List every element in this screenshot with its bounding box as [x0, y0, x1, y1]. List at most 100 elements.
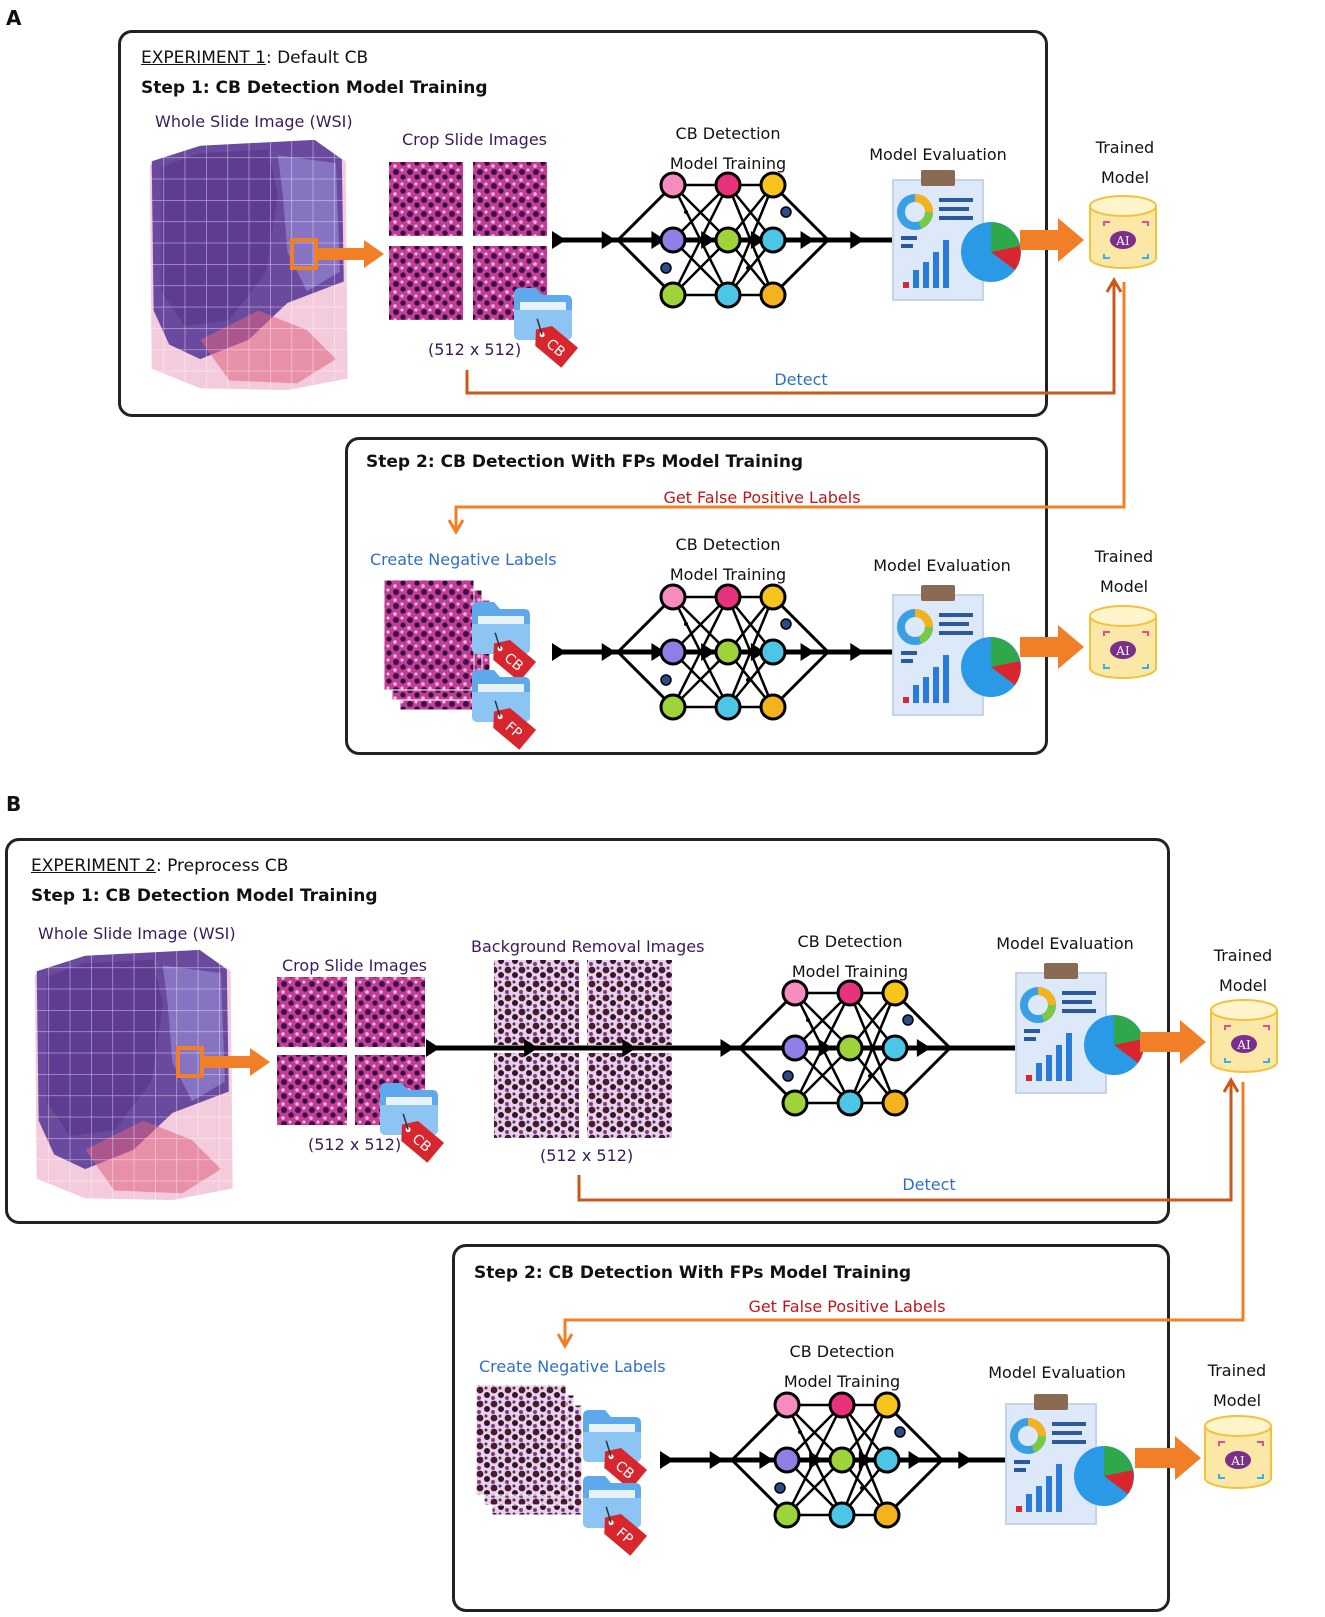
a-crop-size: (512 x 512) — [428, 340, 522, 359]
experiment1-step1-title: Step 1: CB Detection Model Training — [141, 78, 488, 98]
b-detect-arrowhead — [1222, 1077, 1240, 1093]
b-wsi-image — [27, 946, 236, 1204]
ai-icon-text: AI — [1115, 234, 1130, 248]
b-negative-stack — [475, 1384, 583, 1516]
network-node — [759, 693, 787, 721]
pie-chart-icon — [1074, 1446, 1134, 1506]
a-fp-labels: Get False Positive Labels — [663, 488, 861, 507]
a-wsi-image — [142, 136, 351, 394]
b-trained-line2: Model — [1218, 976, 1268, 995]
pie-chart-icon — [1084, 1015, 1144, 1075]
a2-neural-network — [615, 583, 831, 721]
network-node — [836, 1034, 864, 1062]
network-node — [828, 1446, 856, 1474]
network-node — [659, 638, 687, 666]
b-detect-label: Detect — [902, 1175, 956, 1194]
b2-evaluation-label: Model Evaluation — [988, 1363, 1126, 1382]
a-trained-model-db: AI — [1089, 195, 1157, 269]
tile-image — [355, 977, 425, 1047]
network-node — [759, 171, 787, 199]
network-node — [714, 693, 742, 721]
network-node — [773, 1501, 801, 1529]
b2-training-line1: CB Detection — [789, 1342, 895, 1361]
tile-image — [587, 960, 672, 1045]
pie-chart-icon — [961, 222, 1021, 282]
b-trained-arrow — [1140, 1020, 1206, 1064]
ai-icon-text: AI — [1115, 644, 1130, 658]
b-training-line2: Model Training — [791, 962, 909, 981]
network-node — [759, 638, 787, 666]
a-fp-arrowhead — [447, 519, 465, 535]
network-node — [659, 281, 687, 309]
donut-icon — [897, 609, 933, 645]
a-trained-line2: Model — [1100, 168, 1150, 187]
b2-training-line2: Model Training — [783, 1372, 901, 1391]
b-bg-label: Background Removal Images — [471, 937, 705, 956]
b-detect-line — [577, 1082, 1233, 1202]
network-node — [881, 979, 909, 1007]
network-node — [828, 1501, 856, 1529]
experiment2-heading: EXPERIMENT 2: Preprocess CB — [31, 856, 288, 876]
network-node — [773, 1446, 801, 1474]
b-bg-tiles — [494, 960, 672, 1138]
a-training-line2: Model Training — [669, 154, 787, 173]
network-node — [759, 281, 787, 309]
a2-cb-folder: CB — [472, 602, 537, 682]
b2-fp-folder: FP — [583, 1476, 648, 1556]
b-fp-arrowhead — [556, 1333, 574, 1349]
tile-image — [277, 1055, 347, 1125]
network-node — [828, 1391, 856, 1419]
tile-image — [389, 246, 463, 320]
network-node — [759, 226, 787, 254]
network-node — [781, 1034, 809, 1062]
ai-icon-text: AI — [1236, 1038, 1251, 1052]
a-negative-label: Create Negative Labels — [370, 550, 557, 569]
network-node — [773, 1391, 801, 1419]
a2-trained-line1: Trained — [1094, 547, 1154, 566]
network-node — [714, 171, 742, 199]
b-fp-labels: Get False Positive Labels — [748, 1297, 946, 1316]
a-evaluation-report — [892, 170, 1021, 301]
tile-image — [587, 1053, 672, 1138]
experiment2-step1-title: Step 1: CB Detection Model Training — [31, 886, 378, 906]
b-trained-model-db: AI — [1210, 999, 1278, 1073]
b2-trained-line1: Trained — [1207, 1361, 1267, 1380]
b-neural-network — [737, 979, 953, 1117]
tag-icon: CB — [401, 1113, 445, 1163]
network-node — [836, 979, 864, 1007]
network-node — [714, 226, 742, 254]
a-cb-folder: CB — [514, 288, 579, 368]
tile-image — [494, 960, 579, 1045]
a-detect-arrowhead — [1105, 277, 1123, 293]
tile-image — [277, 977, 347, 1047]
a-crop-arrow — [290, 238, 384, 270]
ai-icon-text: AI — [1230, 1454, 1245, 1468]
b-crop-label: Crop Slide Images — [282, 956, 428, 975]
b2-trained-line2: Model — [1212, 1391, 1262, 1410]
a-detect-label: Detect — [774, 370, 828, 389]
b-evaluation-label: Model Evaluation — [996, 934, 1134, 953]
network-node — [836, 1089, 864, 1117]
network-node — [659, 171, 687, 199]
pie-chart-icon — [961, 637, 1021, 697]
panel-letter-a: A — [6, 6, 22, 30]
a2-fp-folder: FP — [472, 670, 537, 750]
b-flow-line — [426, 1039, 1015, 1057]
experiment1-label: EXPERIMENT 1 — [141, 48, 266, 68]
a2-trained-arrow — [1020, 625, 1084, 669]
stacked-image — [475, 1384, 567, 1496]
network-node — [759, 583, 787, 611]
network-node — [714, 281, 742, 309]
a-neural-network — [615, 171, 831, 309]
network-node — [659, 226, 687, 254]
tile-image — [494, 1053, 579, 1138]
b-crop-size: (512 x 512) — [308, 1135, 402, 1154]
a2-evaluation-label: Model Evaluation — [873, 556, 1011, 575]
tag-icon: FP — [604, 1506, 648, 1556]
a-fp-line — [454, 282, 1126, 530]
donut-icon — [897, 194, 933, 230]
a-trained-line1: Trained — [1095, 138, 1155, 157]
tag-icon: FP — [493, 700, 537, 750]
network-node — [873, 1501, 901, 1529]
a2-training-line1: CB Detection — [675, 535, 781, 554]
